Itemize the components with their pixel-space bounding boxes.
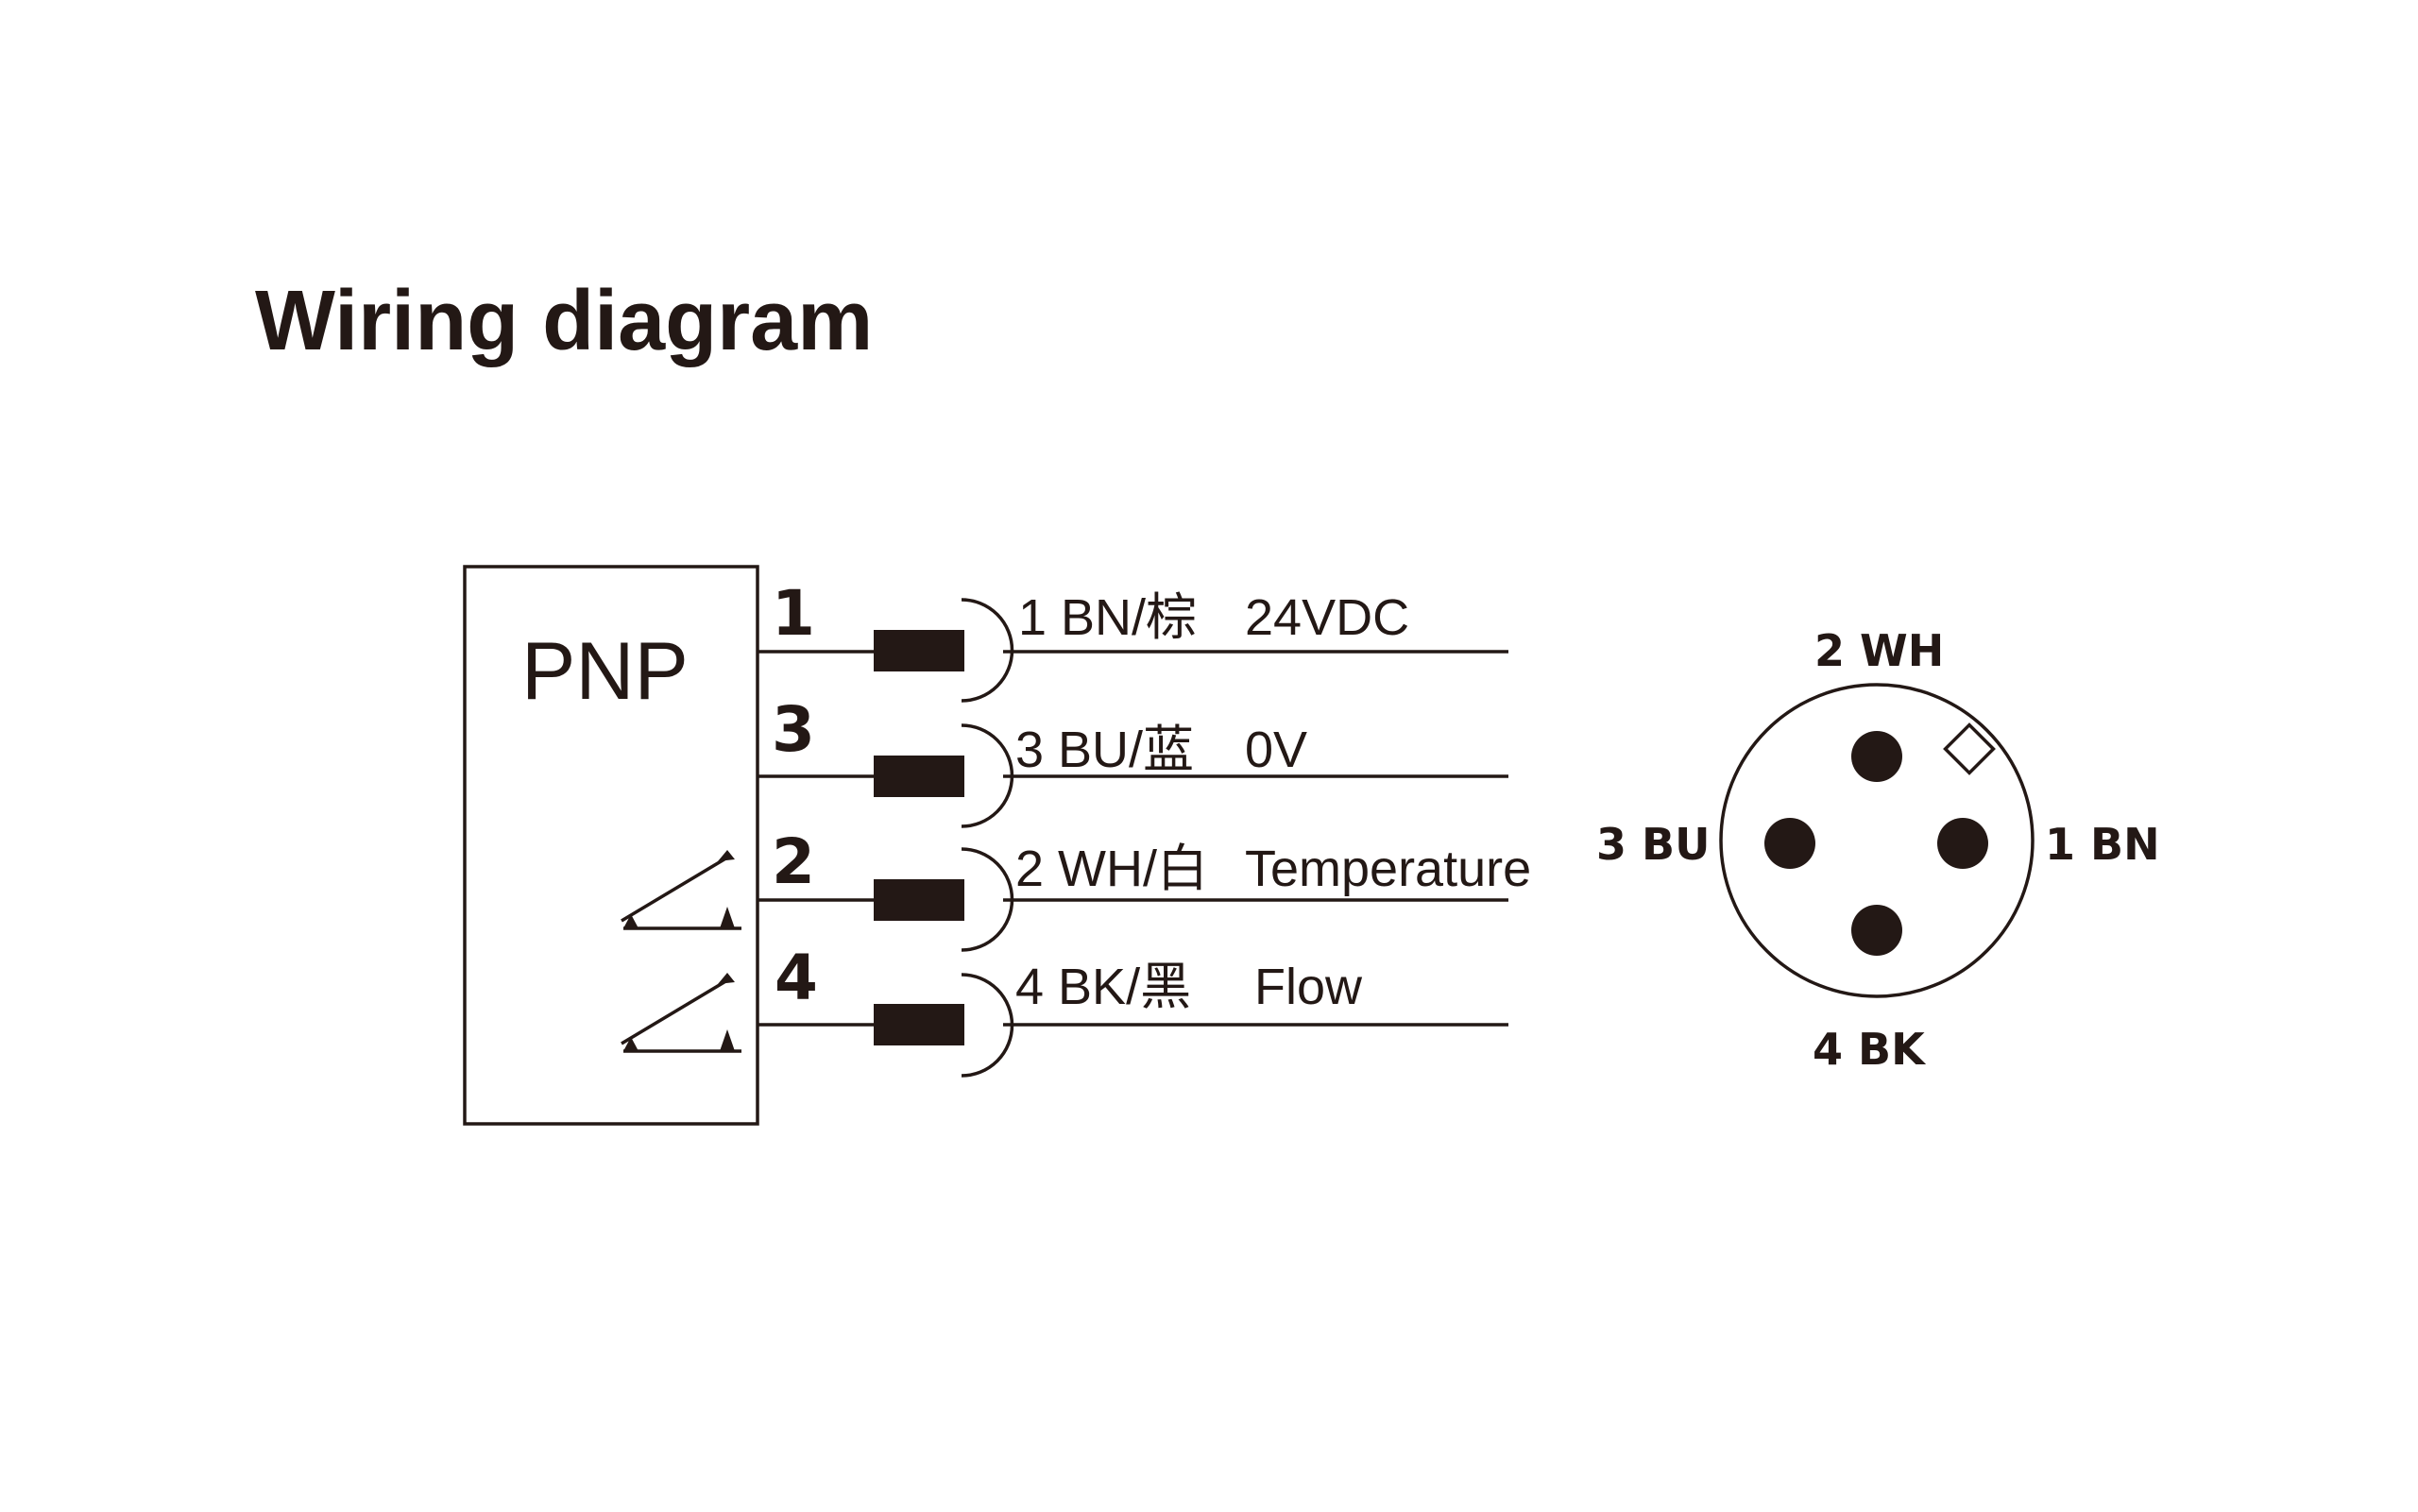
connector-pin-4: [1851, 905, 1902, 956]
device-outline: [463, 565, 759, 1126]
wire-signal-label: 0V: [1245, 722, 1307, 778]
plug-body: [874, 630, 964, 671]
connector-pin-3: [1764, 818, 1815, 869]
pin-number: 2: [772, 825, 815, 898]
wire-row-1: 1 1 BN/棕 24VDC: [758, 577, 1508, 703]
diagram-title: Wiring diagram: [255, 274, 873, 368]
wire-color-label: 2 WH/白: [1015, 841, 1208, 897]
plug-body: [874, 756, 964, 797]
switch-contact-icon: [621, 973, 741, 1053]
connector-label-left: 3 BU: [1596, 819, 1710, 870]
connector-pin-2: [1851, 731, 1902, 782]
device-label: PNP: [521, 626, 689, 717]
switch-contact-icon: [621, 850, 741, 930]
wire-color-label: 4 BK/黑: [1015, 959, 1191, 1015]
wire-signal-label: 24VDC: [1245, 589, 1409, 646]
connector-label-bottom: 4 BK: [1813, 1024, 1927, 1075]
wire-signal-label: Temperature: [1245, 841, 1531, 897]
pin-number: 1: [772, 577, 815, 650]
wire-row-4: 4 4 BK/黑 Flow: [758, 942, 1508, 1078]
pin-number: 3: [772, 693, 815, 766]
connector-label-top: 2 WH: [1814, 625, 1944, 676]
plug-body: [874, 879, 964, 921]
connector-outline: [1719, 683, 2035, 998]
pin-number: 4: [775, 942, 818, 1014]
wire-color-label: 1 BN/棕: [1018, 589, 1197, 646]
wire-signal-label: Flow: [1254, 959, 1363, 1015]
m12-connector-face-icon: [1719, 683, 2035, 998]
device-box: PNP: [463, 565, 759, 1126]
connector-key-notch: [1943, 722, 1996, 775]
wire-row-3: 3 3 BU/蓝 0V: [758, 693, 1508, 828]
connector-pin-1: [1937, 818, 1988, 869]
wire-row-2: 2 2 WH/白 Temperature: [758, 825, 1531, 952]
connector-label-right: 1 BN: [2045, 819, 2160, 870]
plug-body: [874, 1004, 964, 1045]
wire-color-label: 3 BU/蓝: [1015, 722, 1194, 778]
